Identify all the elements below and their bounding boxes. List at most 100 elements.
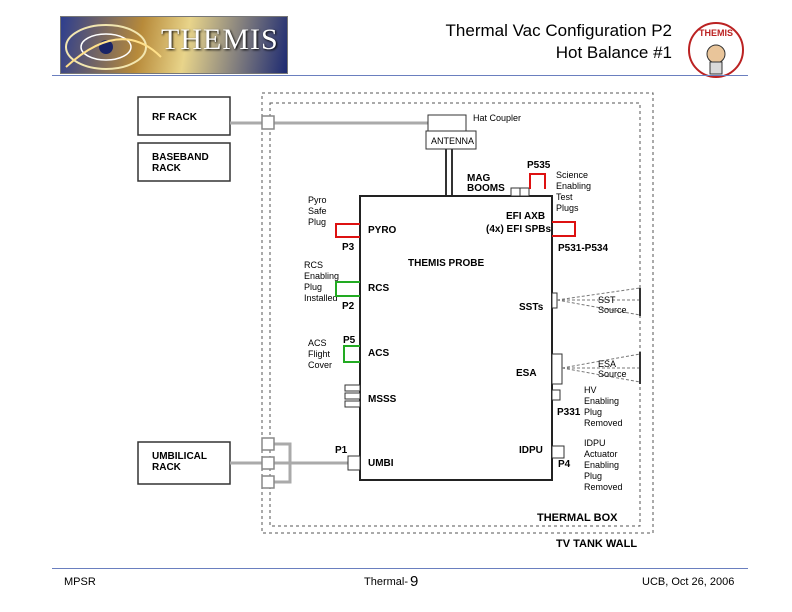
pyro-safe-1: Pyro [308, 195, 327, 205]
esa-source-1: ESA [598, 359, 616, 369]
acs-plug [343, 345, 360, 363]
themis-probe [359, 195, 553, 481]
umbi-feedthrough-2 [261, 456, 275, 470]
antenna-label: ANTENNA [431, 136, 474, 146]
efi-plug [552, 221, 576, 237]
esa-label: ESA [516, 368, 537, 379]
pyro-safe-2: Safe [308, 206, 327, 216]
idpu-plug-2: Actuator [584, 449, 618, 459]
idpu-plug-4: Plug [584, 471, 602, 481]
baseband-rack [137, 142, 231, 182]
pyro-label: PYRO [368, 225, 397, 236]
p4-connector [551, 445, 565, 459]
sst-sensor [551, 292, 558, 309]
hat-coupler [427, 114, 467, 132]
acs-cover-2: Flight [308, 349, 331, 359]
p535-plug [529, 173, 546, 189]
science-plugs-3: Test [556, 192, 573, 202]
hv-plug-1: HV [584, 385, 597, 395]
logo-text: THEMIS [161, 23, 279, 56]
hat-coupler-label: Hat Coupler [473, 113, 521, 123]
pyro-plug [335, 223, 360, 238]
p1-connector [347, 455, 361, 471]
hv-plug-4: Removed [584, 418, 623, 428]
logo-swirl-graphic [65, 24, 162, 70]
page-title: Thermal Vac Configuration P2 Hot Balance… [352, 20, 672, 64]
baseband-label-2: RACK [152, 163, 182, 174]
umbi-feedthrough-3 [261, 475, 275, 489]
baseband-label-1: BASEBAND [152, 152, 209, 163]
footer-rule [52, 568, 748, 569]
sst-source-1: SST [598, 295, 616, 305]
efi-spbs-label: (4x) EFI SPBs [486, 224, 551, 235]
p531-p534-label: P531-P534 [558, 243, 608, 254]
science-plugs-4: Plugs [556, 203, 579, 213]
page-number: 9 [410, 573, 419, 590]
science-plugs-2: Enabling [556, 181, 591, 191]
p4-label: P4 [558, 459, 571, 470]
hv-plug-3: Plug [584, 407, 602, 417]
p535-label: P535 [527, 160, 551, 171]
efi-axb-label: EFI AXB [506, 211, 545, 222]
rcs-plug-1: RCS [304, 260, 323, 270]
umbilical-label-1: UMBILICAL [152, 451, 207, 462]
p5-label: P5 [343, 335, 356, 346]
umbilical-cable [230, 442, 360, 484]
rcs-label: RCS [368, 283, 389, 294]
umbi-label: UMBI [368, 458, 394, 469]
probe-label: THEMIS PROBE [408, 258, 484, 269]
sst-source-2: Source [598, 305, 627, 315]
header-rule [52, 75, 748, 76]
footer-right: UCB, Oct 26, 2006 [642, 576, 735, 588]
tv-tank-wall [261, 92, 654, 534]
patch-text: THEMIS [699, 28, 733, 38]
science-plugs-1: Science [556, 170, 588, 180]
umbilical-rack [137, 441, 231, 485]
footer-left: MPSR [64, 576, 96, 588]
pyro-safe-3: Plug [308, 217, 326, 227]
mag-connector-2 [519, 187, 530, 197]
idpu-plug-3: Enabling [584, 460, 619, 470]
sst-fov [556, 287, 641, 316]
umbi-feedthrough-1 [261, 437, 275, 451]
acs-cover-3: Cover [308, 360, 332, 370]
rcs-plug-2: Enabling [304, 271, 339, 281]
p331-label: P331 [557, 407, 581, 418]
rf-rack [137, 96, 231, 136]
esa-sensor [551, 353, 563, 385]
p2-label: P2 [342, 301, 355, 312]
rcs-plug-3: Plug [304, 282, 322, 292]
idpu-label: IDPU [519, 445, 543, 456]
rcs-plug-4: Installed [304, 293, 338, 303]
msss-connector-2 [344, 392, 361, 400]
title-line-2: Hot Balance #1 [555, 43, 672, 62]
idpu-plug-5: Removed [584, 482, 623, 492]
rf-rack-label: RF RACK [152, 112, 198, 123]
themis-logo: THEMIS [60, 16, 288, 74]
msss-connector-1 [344, 384, 361, 392]
p3-label: P3 [342, 242, 355, 253]
thermal-box-label: THERMAL BOX [537, 512, 618, 524]
mission-patch-icon: THEMIS [688, 22, 744, 78]
hv-plug-2: Enabling [584, 396, 619, 406]
esa-source-2: Source [598, 369, 627, 379]
acs-cover-1: ACS [308, 338, 327, 348]
rf-feedthrough [261, 115, 275, 130]
hv-connector [551, 389, 561, 401]
idpu-plug-1: IDPU [584, 438, 606, 448]
thermal-box [269, 102, 641, 527]
umbilical-label-2: RACK [152, 462, 182, 473]
mag-booms-label-1: MAG [467, 173, 491, 184]
footer-center: Thermal- [364, 576, 409, 588]
ssts-label: SSTs [519, 302, 544, 313]
mag-connector-1 [510, 187, 521, 197]
esa-fov [561, 353, 641, 383]
acs-label: ACS [368, 348, 389, 359]
title-line-1: Thermal Vac Configuration P2 [445, 21, 672, 40]
mag-booms-label-2: BOOMS [467, 183, 505, 194]
rcs-plug [335, 281, 360, 297]
msss-label: MSSS [368, 394, 397, 405]
msss-connector-3 [344, 400, 361, 408]
tv-tank-wall-label: TV TANK WALL [556, 538, 637, 550]
